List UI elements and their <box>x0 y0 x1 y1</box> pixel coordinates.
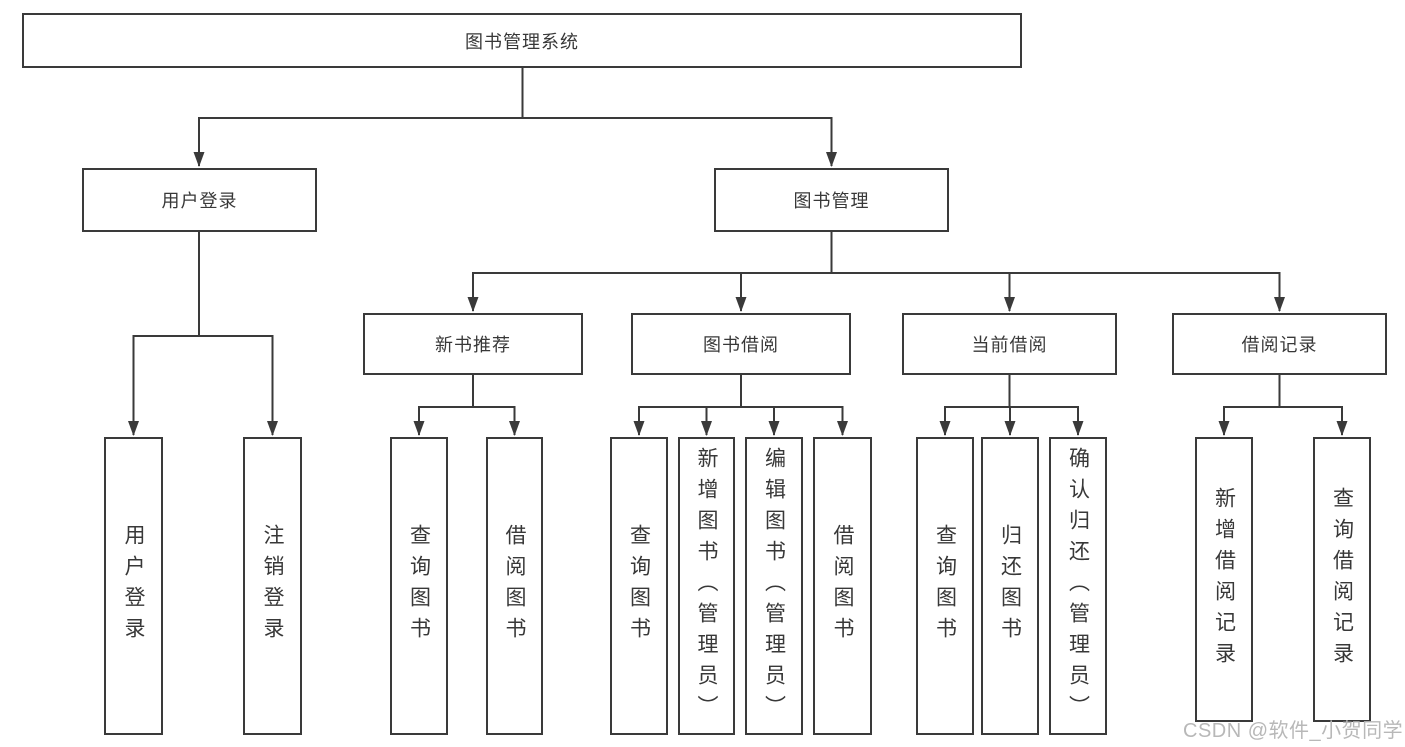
leaf-label: 查询图书 <box>627 524 651 648</box>
leaf-query-books-borrow: 查询图书 <box>610 437 668 735</box>
connector-new-book-rec-branch <box>413 375 520 436</box>
leaf-label: 借阅图书 <box>831 524 854 648</box>
node-label: 用户登录 <box>161 191 238 211</box>
node-label: 当前借阅 <box>971 335 1048 355</box>
connector-borrow-records-branch <box>1218 375 1348 436</box>
leaf-query-borrow-record: 查询借阅记录 <box>1313 437 1371 722</box>
leaf-label: 借阅图书 <box>503 524 526 648</box>
node-label: 图书借阅 <box>703 335 779 355</box>
leaf-edit-book-admin: 编辑图书（管理员） <box>745 437 803 735</box>
leaf-return-book: 归还图书 <box>981 437 1039 735</box>
connector-user-login-branch <box>128 232 278 436</box>
leaf-add-borrow-record: 新增借阅记录 <box>1195 437 1253 722</box>
node-book-borrow: 图书借阅 <box>631 313 851 375</box>
leaf-label: 确认归还（管理员） <box>1066 446 1090 726</box>
leaf-query-books-recommend: 查询图书 <box>390 437 448 735</box>
leaf-label: 注销登录 <box>261 524 284 648</box>
leaf-label: 新增图书（管理员） <box>695 446 718 726</box>
leaf-label: 归还图书 <box>998 524 1022 648</box>
leaf-label: 查询借阅记录 <box>1330 486 1354 673</box>
node-user-login: 用户登录 <box>82 168 317 232</box>
csdn-watermark: CSDN @软件_小贺同学 <box>1183 720 1404 742</box>
node-label: 图书管理系统 <box>465 31 579 52</box>
leaf-query-books-current: 查询图书 <box>916 437 974 735</box>
connector-root-to-level2 <box>193 68 837 167</box>
node-label: 图书管理 <box>793 191 870 211</box>
leaf-label: 查询图书 <box>933 524 957 648</box>
node-label: 新书推荐 <box>435 335 511 355</box>
leaf-logout: 注销登录 <box>243 437 302 735</box>
leaf-borrow-books: 借阅图书 <box>813 437 872 735</box>
node-new-book-recommend: 新书推荐 <box>363 313 583 375</box>
leaf-label: 新增借阅记录 <box>1212 486 1236 673</box>
node-book-management: 图书管理 <box>714 168 949 232</box>
connector-current-borrow-branch <box>939 375 1084 436</box>
node-current-borrow: 当前借阅 <box>902 313 1117 375</box>
node-borrow-records: 借阅记录 <box>1172 313 1387 375</box>
leaf-add-book-admin: 新增图书（管理员） <box>678 437 735 735</box>
leaf-label: 查询图书 <box>407 524 431 648</box>
node-library-management-system: 图书管理系统 <box>22 13 1022 68</box>
leaf-confirm-return-admin: 确认归还（管理员） <box>1049 437 1107 735</box>
leaf-user-login: 用户登录 <box>104 437 163 735</box>
node-label: 借阅记录 <box>1241 335 1318 355</box>
leaf-label: 用户登录 <box>122 524 145 648</box>
leaf-borrow-books-recommend: 借阅图书 <box>486 437 543 735</box>
connector-book-borrow-branch <box>633 375 848 436</box>
connector-book-mgmt-to-level3 <box>467 232 1285 312</box>
leaf-label: 编辑图书（管理员） <box>762 446 786 726</box>
